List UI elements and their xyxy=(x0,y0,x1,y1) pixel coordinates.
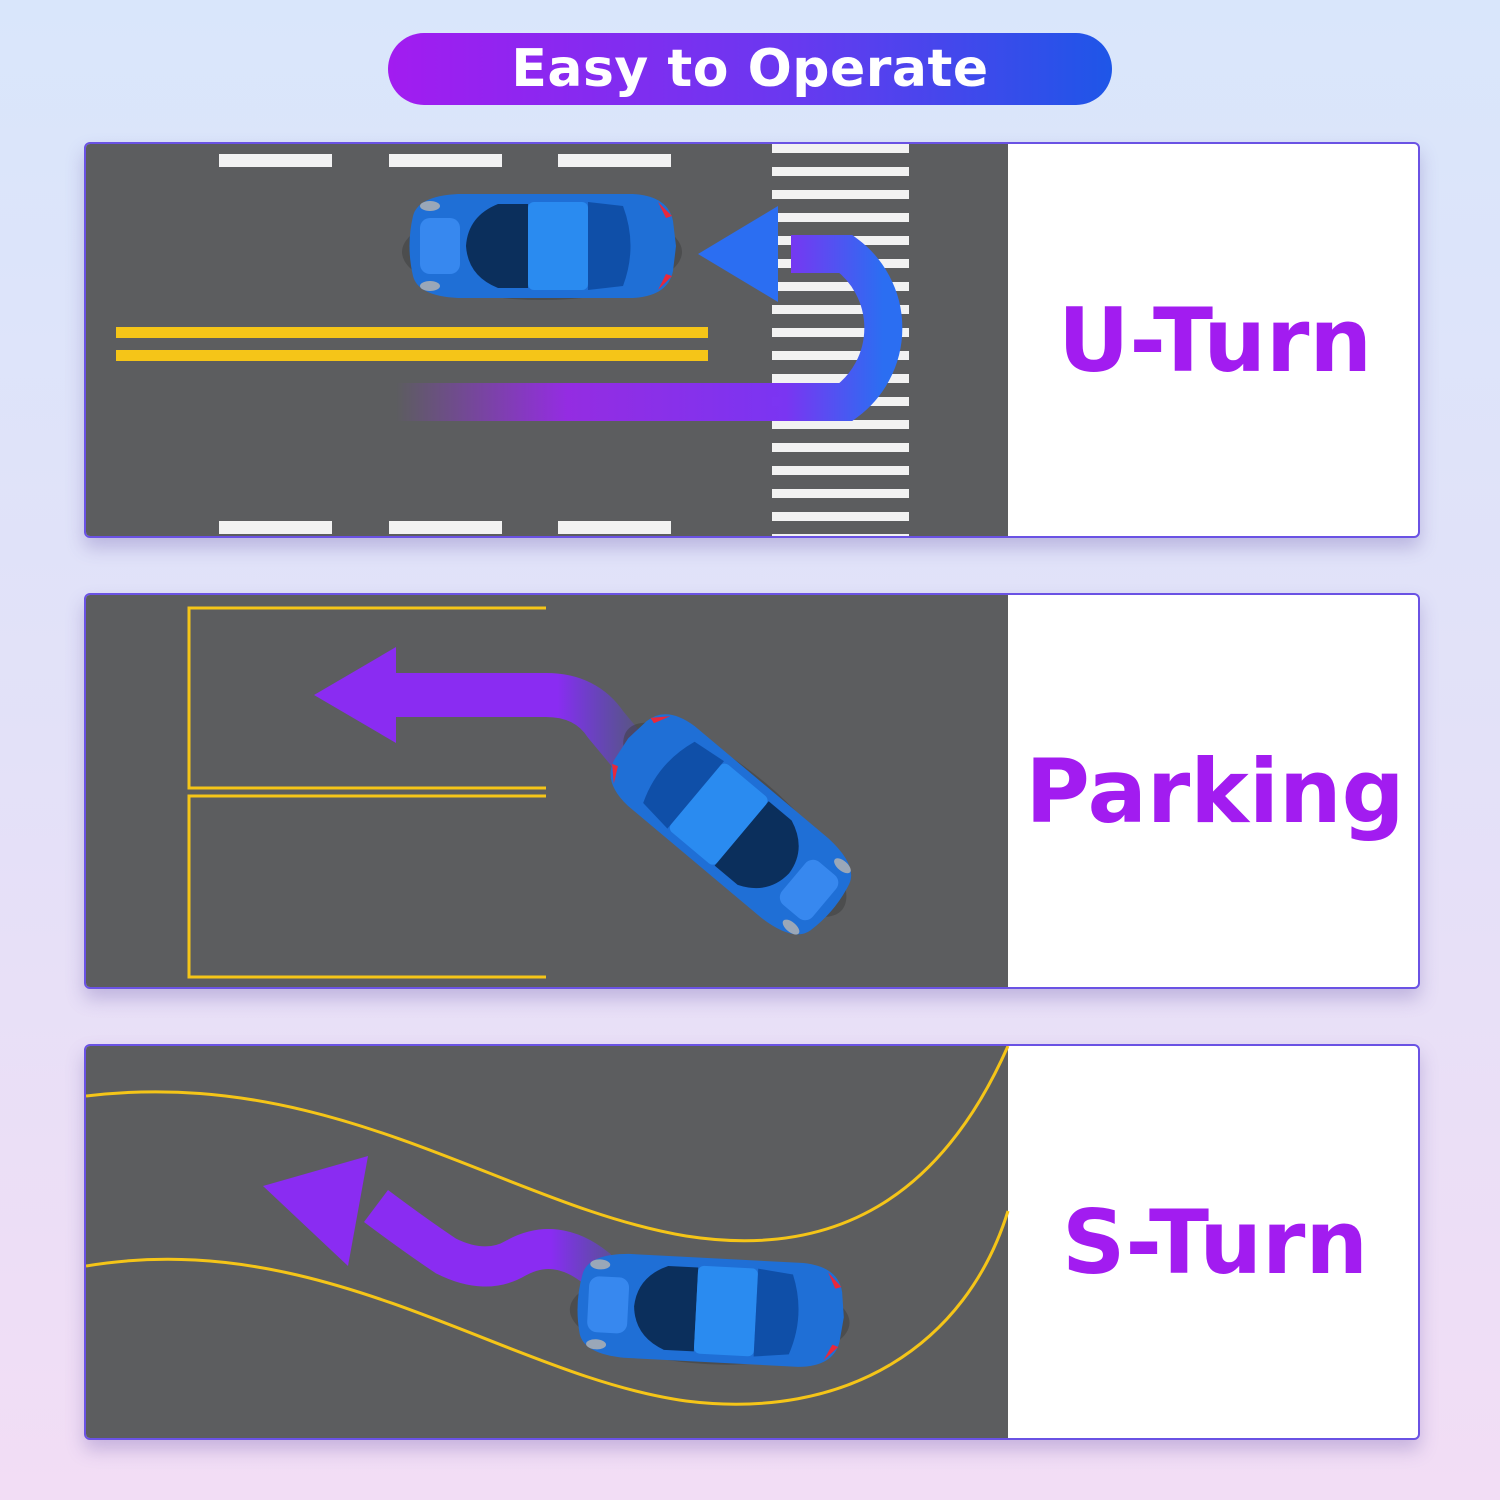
parking-label: Parking xyxy=(1025,739,1405,843)
u-turn-panel: U-Turn xyxy=(84,142,1420,538)
s-turn-panel: S-Turn xyxy=(84,1044,1420,1440)
parking-panel: Parking xyxy=(84,593,1420,989)
page-title: Easy to Operate xyxy=(388,33,1112,105)
parking-illustration xyxy=(86,595,1008,987)
u-turn-illustration xyxy=(86,144,1008,536)
s-turn-label: S-Turn xyxy=(1061,1190,1369,1294)
u-turn-label: U-Turn xyxy=(1057,288,1373,392)
s-turn-illustration xyxy=(86,1046,1010,1438)
